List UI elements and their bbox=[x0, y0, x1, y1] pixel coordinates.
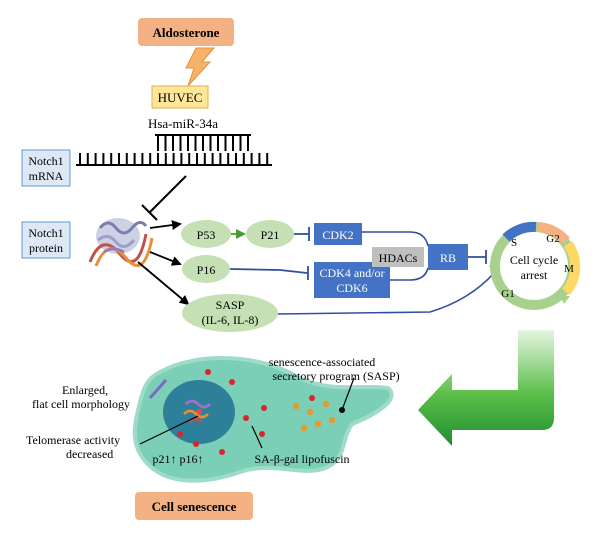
sasp-factor-dot bbox=[322, 400, 330, 408]
p21-node: P21 bbox=[246, 220, 294, 248]
cell-senescence-label: Cell senescence bbox=[152, 499, 237, 514]
arrows-from-notch1 bbox=[137, 220, 190, 306]
lipofuscin-dot bbox=[193, 441, 199, 447]
protein-structure-icon bbox=[88, 218, 154, 267]
mrna-strand bbox=[76, 153, 272, 166]
cdk46-box: CDK4 and/or CDK6 bbox=[314, 262, 390, 298]
cdk-to-rb-lines bbox=[362, 231, 429, 281]
inhibit-mrna-to-protein bbox=[141, 175, 187, 221]
cell-senescence-box: Cell senescence bbox=[135, 492, 253, 520]
p53-node: P53 bbox=[181, 220, 231, 248]
morphology-line1: Enlarged, bbox=[62, 383, 108, 397]
notch1-protein-line2: protein bbox=[29, 241, 63, 255]
sasp-line2: (IL-6, IL-8) bbox=[202, 313, 259, 327]
lipofuscin-dot bbox=[219, 449, 225, 455]
sasp-factor-dot bbox=[306, 408, 314, 416]
senescent-cell bbox=[132, 356, 394, 483]
cdk46-line1: CDK4 and/or bbox=[320, 266, 385, 280]
sasp-factor-dot bbox=[292, 402, 300, 410]
rb-label: RB bbox=[440, 251, 456, 265]
lipofuscin-dot bbox=[229, 379, 235, 385]
cell-cycle-line2: arrest bbox=[521, 268, 548, 282]
lipofuscin-dot bbox=[259, 431, 265, 437]
telomerase-line1: Telomerase activity bbox=[26, 433, 120, 447]
sasp-pointer-dot bbox=[339, 407, 345, 413]
lipofuscin-dot bbox=[205, 369, 211, 375]
sasp-to-cellcycle-line bbox=[277, 271, 496, 315]
sasp-program-line1: senescence-associated bbox=[269, 355, 376, 369]
annotation-lines bbox=[139, 377, 355, 449]
notch1-protein-line1: Notch1 bbox=[28, 226, 63, 240]
big-green-arrow bbox=[418, 330, 554, 446]
inhibit-rb-cellcycle bbox=[468, 250, 487, 264]
lipofuscin-dot bbox=[177, 431, 183, 437]
hdacs-label: HDACs bbox=[379, 251, 418, 265]
phase-m-label: M bbox=[564, 263, 574, 275]
inhibit-p21-cdk2 bbox=[294, 227, 310, 241]
sasp-node: SASP (IL-6, IL-8) bbox=[182, 294, 278, 332]
hdacs-box: HDACs bbox=[372, 247, 424, 267]
lipofuscin-dot bbox=[309, 395, 315, 401]
sasp-line1: SASP bbox=[216, 298, 245, 312]
sasp-factor-dot bbox=[300, 424, 308, 432]
mirna-strand bbox=[155, 134, 251, 151]
huvec-label: HUVEC bbox=[158, 90, 203, 105]
aldosterone-label: Aldosterone bbox=[153, 25, 220, 40]
phase-g1-label: G1 bbox=[501, 288, 514, 300]
rb-box: RB bbox=[428, 244, 468, 270]
aldosterone-box: Aldosterone bbox=[138, 18, 234, 46]
cdk2-label: CDK2 bbox=[322, 228, 353, 242]
lightning-bolt-icon bbox=[185, 47, 216, 87]
notch1-mrna-box: Notch1 mRNA bbox=[21, 149, 71, 187]
mirna-label: Hsa-miR-34a bbox=[148, 116, 218, 131]
phase-s-label: S bbox=[511, 237, 517, 249]
sasp-program-line2: secretory program (SASP) bbox=[272, 369, 399, 383]
p21-label: P21 bbox=[261, 228, 280, 242]
notch1-mrna-line1: Notch1 bbox=[28, 154, 63, 168]
p53-label: P53 bbox=[197, 228, 216, 242]
cell-cycle-ring: S G2 M G1 Cell cycle arrest bbox=[490, 221, 581, 310]
sasp-factor-dot bbox=[328, 416, 336, 424]
sa-gal-label: SA-β-gal lipofuscin bbox=[254, 452, 349, 466]
huvec-box: HUVEC bbox=[151, 85, 209, 109]
morphology-line2: flat cell morphology bbox=[32, 397, 130, 411]
notch1-mrna-line2: mRNA bbox=[29, 169, 64, 183]
lipofuscin-dot bbox=[261, 405, 267, 411]
p16-label: P16 bbox=[197, 263, 216, 277]
inhibit-p16-cdk46 bbox=[229, 266, 309, 280]
telomerase-line2: decreased bbox=[66, 447, 113, 461]
notch1-protein-box: Notch1 protein bbox=[21, 221, 71, 259]
lipofuscin-dot bbox=[243, 415, 249, 421]
p16-node: P16 bbox=[182, 255, 230, 283]
cdk2-box: CDK2 bbox=[314, 223, 362, 245]
markers-label: p21↑ p16↑ bbox=[153, 452, 204, 466]
cdk46-line2: CDK6 bbox=[336, 281, 367, 295]
sasp-factor-dot bbox=[314, 420, 322, 428]
phase-g2-label: G2 bbox=[546, 233, 559, 245]
cell-cycle-line1: Cell cycle bbox=[510, 253, 558, 267]
